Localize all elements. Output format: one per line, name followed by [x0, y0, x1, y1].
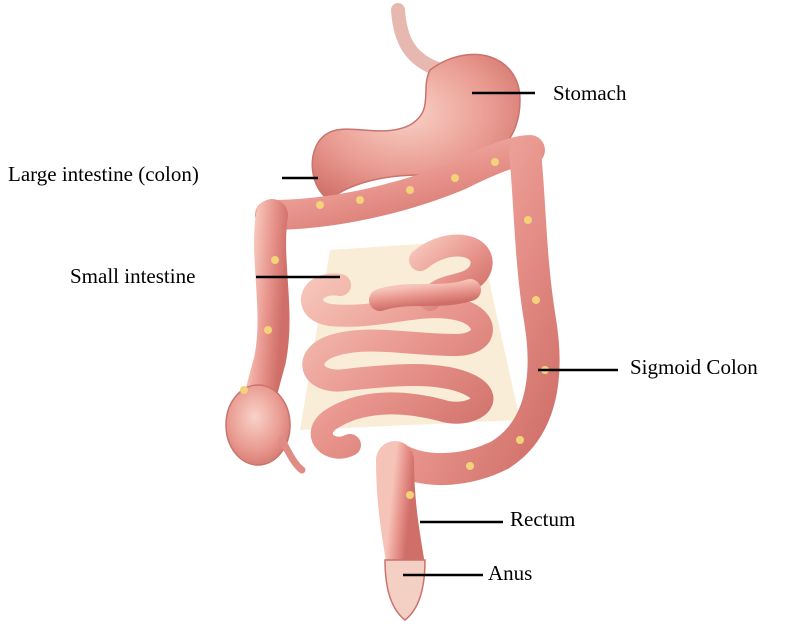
label-rectum: Rectum: [510, 509, 575, 530]
appendix: [282, 440, 302, 470]
label-sigmoid-colon: Sigmoid Colon: [630, 357, 758, 378]
rectum-organ: [395, 460, 405, 560]
cecum: [226, 385, 290, 465]
anal-canal: [385, 560, 425, 620]
label-anus: Anus: [488, 563, 532, 584]
label-stomach: Stomach: [553, 83, 627, 104]
label-large-intestine: Large intestine (colon): [8, 164, 199, 185]
label-small-intestine: Small intestine: [70, 266, 195, 287]
esophagus: [398, 10, 440, 70]
